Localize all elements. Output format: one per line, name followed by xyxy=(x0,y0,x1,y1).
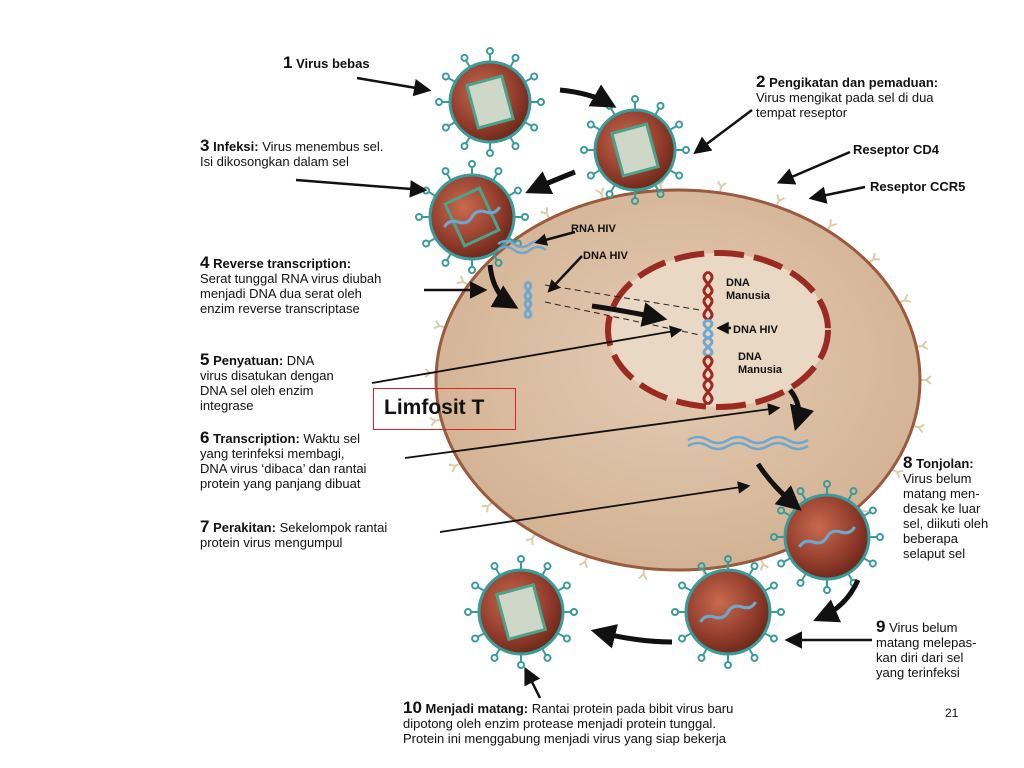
receptor-ccr5-label: Reseptor CCR5 xyxy=(870,179,966,194)
dna-manusia-2-label: DNA xyxy=(738,351,762,363)
virus-particle xyxy=(671,555,785,669)
cell-label: Limfosit T xyxy=(384,396,485,419)
receptor-icon xyxy=(919,375,932,385)
step-1-label: 1 Virus bebas xyxy=(283,53,370,72)
receptor-cd4-label: Reseptor CD4 xyxy=(853,142,939,157)
pointer-arrows xyxy=(295,76,872,699)
virus-particle xyxy=(464,555,578,669)
dna-manusia-helix xyxy=(702,270,714,406)
cell-label-box xyxy=(373,388,516,430)
virus-particle xyxy=(770,480,884,594)
step-3-label: 3 Infeksi: Virus menembus sel. Isi dikos… xyxy=(200,136,384,169)
dna-hiv-helix-small xyxy=(523,280,533,320)
step-10-label: 10 Menjadi matang: Rantai protein pada b… xyxy=(403,698,734,746)
step-4-label: 4 Reverse transcription: Serat tunggal R… xyxy=(200,253,382,316)
step-2-label: 2 Pengikatan dan pemaduan: Virus mengika… xyxy=(756,72,939,120)
virus-particle xyxy=(435,47,545,157)
dna-manusia-1-label: DNA xyxy=(726,277,750,289)
dna-manusia-1-label-2: Manusia xyxy=(726,290,771,302)
flow-arrows xyxy=(487,84,861,649)
step-8-label: 8 Tonjolan: Virus belum matang men- desa… xyxy=(903,453,989,561)
dna-hiv-top-label: DNA HIV xyxy=(583,250,628,262)
dna-hiv-nucleus-label: DNA HIV xyxy=(733,324,778,336)
step-7-label: 7 Perakitan: Sekelompok rantai protein v… xyxy=(200,517,388,550)
dna-manusia-2-label-2: Manusia xyxy=(738,364,783,376)
step-5-label: 5 Penyatuan: DNA virus disatukan dengan … xyxy=(200,350,334,413)
virus-particle xyxy=(415,160,529,274)
step-9-label: 9 Virus belum matang melepas- kan diri d… xyxy=(876,617,977,680)
step-6-label: 6 Transcription: Waktu sel yang terinfek… xyxy=(200,428,367,491)
virus-particle xyxy=(580,95,690,205)
nucleus xyxy=(605,250,831,410)
rna-hiv-label: RNA HIV xyxy=(571,223,616,235)
mrna-strand xyxy=(687,435,809,451)
page-number: 21 xyxy=(945,706,959,720)
virus-particles xyxy=(415,47,884,669)
